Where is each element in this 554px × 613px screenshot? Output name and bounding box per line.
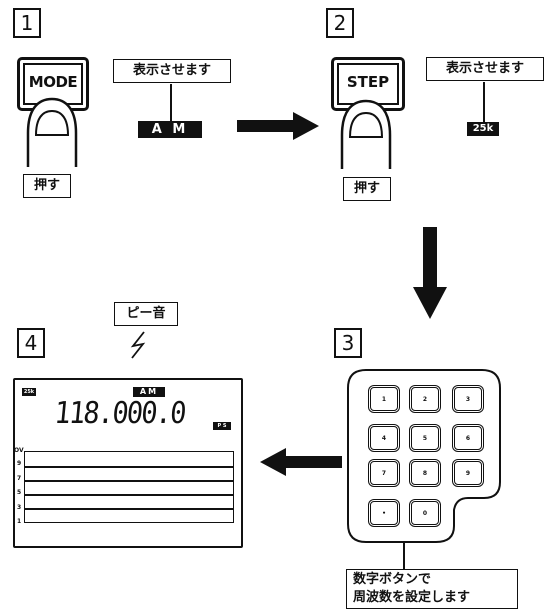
meter-label-ov: OV bbox=[14, 447, 24, 454]
step-1-number: 1 bbox=[13, 8, 41, 38]
keypad-key-6[interactable]: 6 bbox=[454, 426, 482, 450]
finger-2-icon bbox=[340, 99, 392, 169]
arrow-right-icon bbox=[237, 112, 319, 140]
keypad-key-8[interactable]: 8 bbox=[411, 461, 439, 485]
arrow-down-icon bbox=[413, 227, 447, 319]
keypad-key-3[interactable]: 3 bbox=[454, 387, 482, 411]
push-label-2: 押す bbox=[343, 177, 391, 201]
callout-line-3 bbox=[403, 542, 405, 570]
keypad-caption: 数字ボタンで 周波数を設定します bbox=[346, 569, 518, 609]
step-display-tag: 25k bbox=[467, 122, 499, 136]
am-display-tag: A M bbox=[138, 121, 202, 138]
meter-line-2 bbox=[24, 480, 234, 482]
keypad-key-5[interactable]: 5 bbox=[411, 426, 439, 450]
display-callout-2: 表示させます bbox=[426, 57, 544, 81]
keypad-caption-line2: 周波数を設定します bbox=[353, 590, 471, 605]
mode-button-label: MODE bbox=[28, 73, 78, 91]
lcd-step-tag: 25k bbox=[22, 388, 36, 396]
arrow-left-icon bbox=[260, 448, 342, 476]
push-label-1: 押す bbox=[23, 174, 71, 198]
meter-line-3 bbox=[24, 494, 234, 496]
keypad-key-0[interactable]: 0 bbox=[411, 501, 439, 525]
step-button-label: STEP bbox=[346, 73, 390, 91]
callout-line-1 bbox=[170, 84, 172, 122]
keypad-key-1[interactable]: 1 bbox=[370, 387, 398, 411]
lightning-icon bbox=[130, 331, 146, 359]
meter-label-9: 9 bbox=[17, 460, 22, 467]
keypad-key-9[interactable]: 9 bbox=[454, 461, 482, 485]
beep-callout: ピー音 bbox=[114, 302, 178, 326]
keypad-key-dot[interactable]: • bbox=[370, 501, 398, 525]
keypad-key-4[interactable]: 4 bbox=[370, 426, 398, 450]
keypad-body bbox=[347, 369, 501, 543]
keypad-key-2[interactable]: 2 bbox=[411, 387, 439, 411]
keypad-caption-line1: 数字ボタンで bbox=[353, 572, 432, 587]
lcd-frequency: 118.000.0 bbox=[52, 396, 187, 431]
lcd-ps-tag: P S bbox=[213, 422, 231, 430]
meter-label-7: 7 bbox=[17, 475, 22, 482]
finger-1-icon bbox=[26, 97, 78, 167]
meter-line-1 bbox=[24, 466, 234, 468]
callout-line-2 bbox=[483, 82, 485, 122]
lcd-mode-tag: AM bbox=[133, 387, 165, 397]
step-3-number: 3 bbox=[334, 328, 362, 358]
display-callout-1: 表示させます bbox=[113, 59, 231, 83]
step-2-number: 2 bbox=[326, 8, 354, 38]
lcd-panel bbox=[13, 378, 243, 548]
keypad-key-7[interactable]: 7 bbox=[370, 461, 398, 485]
meter-line-4 bbox=[24, 508, 234, 510]
meter-frame bbox=[24, 451, 234, 523]
meter-label-5: 5 bbox=[17, 489, 22, 496]
meter-label-3: 3 bbox=[17, 504, 22, 511]
step-4-number: 4 bbox=[17, 328, 45, 358]
meter-label-1: 1 bbox=[17, 518, 22, 525]
